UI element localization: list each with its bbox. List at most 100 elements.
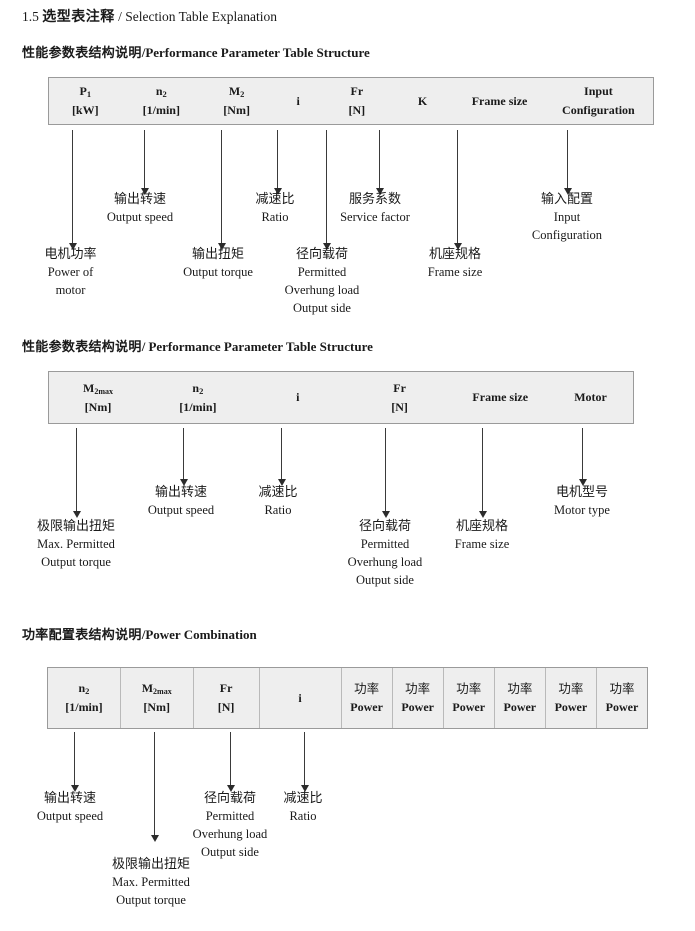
table-header-cell: Frame size — [452, 372, 548, 423]
arrow-to-frame-size-2 — [478, 428, 487, 518]
annotation-label-zh: 输入配置 — [540, 192, 593, 207]
table-header-cell: P1[kW] — [49, 78, 122, 124]
table-header-unit: [Nm] — [223, 103, 250, 117]
arrow-to-max-permitted-output-torque — [72, 428, 81, 518]
annotation-service-factor: 服务系数 Service factor — [325, 191, 425, 227]
annotation-output-speed-3: 输出转速 Output speed — [22, 790, 118, 826]
annotation-label-zh: 服务系数 — [348, 192, 401, 207]
table-header-symbol: Fr — [219, 681, 233, 696]
page-title: 1.5 选型表注释 / Selection Table Explanation — [22, 6, 277, 26]
annotation-label-en: Frame size — [427, 265, 483, 280]
annotation-label-zh: 输出扭矩 — [191, 247, 244, 262]
arrow-to-output-speed-3 — [70, 732, 79, 792]
arrow-to-frame-size — [453, 130, 462, 250]
table-header-cell: M2 [Nm] — [201, 78, 272, 124]
annotation-max-permitted-output-torque: 极限输出扭矩 Max. Permitted Output torque — [22, 518, 130, 572]
table-header-cell: M2max [Nm] — [119, 668, 193, 728]
annotation-label-en: Permitted — [360, 537, 410, 552]
table-header-unit: Configuration — [562, 103, 635, 117]
section-heading-1: 性能参数表结构说明/Performance Parameter Table St… — [22, 42, 370, 61]
table-header-unit: [Nm] — [84, 399, 112, 414]
table-header-cell: Fr[N] — [192, 668, 259, 728]
table-header-unit: Power — [401, 700, 434, 715]
table-header-symbol: Fr — [350, 84, 364, 99]
table-header-symbol: M2 — [228, 84, 245, 100]
table-header-unit: Power — [503, 700, 537, 715]
annotation-label-en-2: Overhung load — [192, 827, 268, 842]
section-heading-3-zh: 功率配置表结构说明 — [22, 628, 142, 643]
annotation-frame-size: 机座规格 Frame size — [409, 246, 501, 282]
table-header-cell: K — [390, 78, 456, 124]
table-header-symbol: 功率 — [456, 681, 482, 697]
annotation-label-en-3: Output side — [356, 572, 414, 587]
table-header-symbol: P1 — [79, 84, 92, 100]
section-heading-2: 性能参数表结构说明/ Performance Parameter Table S… — [22, 336, 373, 355]
table-header-cell: M2max [Nm] — [49, 372, 147, 423]
page-title-en: Selection Table Explanation — [125, 9, 278, 24]
table-header-cell: i — [258, 668, 341, 728]
annotation-label-zh: 减速比 — [283, 791, 323, 806]
section-heading-1-en: Performance Parameter Table Structure — [145, 45, 370, 60]
table-header-symbol: M2max — [141, 681, 172, 697]
annotation-input-configuration: 输入配置 Input Configuration — [516, 191, 618, 245]
table-header-cell: Motor — [548, 372, 633, 423]
annotation-label-en: Permitted — [205, 809, 255, 824]
table-header-symbol: n2 — [192, 380, 204, 396]
annotation-label-en: Max. Permitted — [112, 875, 190, 890]
arrow-to-permitted-overhung-load-2 — [381, 428, 390, 518]
annotation-label-en-2: motor — [55, 283, 86, 298]
annotation-output-speed: 输出转速 Output speed — [92, 191, 188, 227]
annotation-permitted-overhung-load-2: 径向载荷 Permitted Overhung load Output side — [335, 518, 435, 590]
arrow-to-ratio — [273, 130, 282, 195]
table-header-symbol: n2 — [155, 84, 167, 100]
annotation-output-torque: 输出扭矩 Output torque — [170, 246, 266, 282]
annotation-permitted-overhung-load: 径向载荷 Permitted Overhung load Output side — [272, 246, 372, 318]
annotation-label-en-2: Output torque — [41, 555, 111, 570]
arrow-to-permitted-overhung-load-3 — [226, 732, 235, 792]
annotation-label-zh: 电机型号 — [555, 485, 608, 500]
arrow-to-service-factor — [375, 130, 384, 195]
arrow-to-output-speed-2 — [179, 428, 188, 486]
table-header-cell: n2[1/min] — [147, 372, 249, 423]
arrow-to-max-permitted-output-torque-3 — [150, 732, 159, 842]
annotation-label-zh: 径向载荷 — [358, 519, 411, 534]
annotation-label-en: Power of — [47, 265, 94, 280]
table-header-symbol: i — [296, 390, 300, 405]
table-header-unit: [1/min] — [142, 103, 180, 117]
section-heading-2-en: Performance Parameter Table Structure — [148, 339, 373, 354]
annotation-label-en-2: Overhung load — [284, 283, 360, 298]
table-header-symbol: M2max — [82, 380, 113, 396]
annotation-label-zh: 输出转速 — [113, 192, 166, 207]
table-header-cell: Frame size — [455, 78, 543, 124]
table-header-symbol: K — [417, 93, 428, 108]
annotation-label-zh: 输出转速 — [154, 485, 207, 500]
annotation-label-en: Output speed — [106, 210, 174, 225]
annotation-label-zh: 机座规格 — [455, 519, 508, 534]
annotation-label-en: Ratio — [261, 210, 289, 225]
annotation-label-en: Output torque — [183, 265, 253, 280]
table-header-unit: Power — [605, 700, 639, 715]
annotation-output-speed-2: 输出转速 Output speed — [133, 484, 229, 520]
section-heading-1-zh: 性能参数表结构说明 — [22, 46, 142, 61]
table-header-symbol: 功率 — [558, 681, 584, 697]
annotation-label-en: Motor type — [554, 503, 610, 518]
annotation-label-zh: 减速比 — [258, 485, 298, 500]
annotation-label-zh: 极限输出扭矩 — [111, 857, 190, 872]
table-header-cell: Fr[N] — [324, 78, 390, 124]
arrow-to-power-of-motor — [68, 130, 77, 250]
table-header-symbol: Input — [584, 84, 613, 99]
annotation-label-zh: 电机功率 — [44, 247, 97, 262]
section-heading-3-sep: / — [141, 627, 146, 642]
table-header-symbol: 功率 — [507, 681, 533, 697]
page-title-zh: 选型表注释 — [42, 9, 115, 25]
arrow-to-output-speed — [140, 130, 149, 195]
page-title-number: 1.5 — [22, 9, 39, 24]
arrow-to-input-configuration — [563, 130, 572, 195]
table-header-unit: [Nm] — [143, 700, 171, 714]
table-header-symbol: i — [298, 690, 302, 705]
annotation-max-permitted-output-torque-3: 极限输出扭矩 Max. Permitted Output torque — [96, 856, 206, 910]
